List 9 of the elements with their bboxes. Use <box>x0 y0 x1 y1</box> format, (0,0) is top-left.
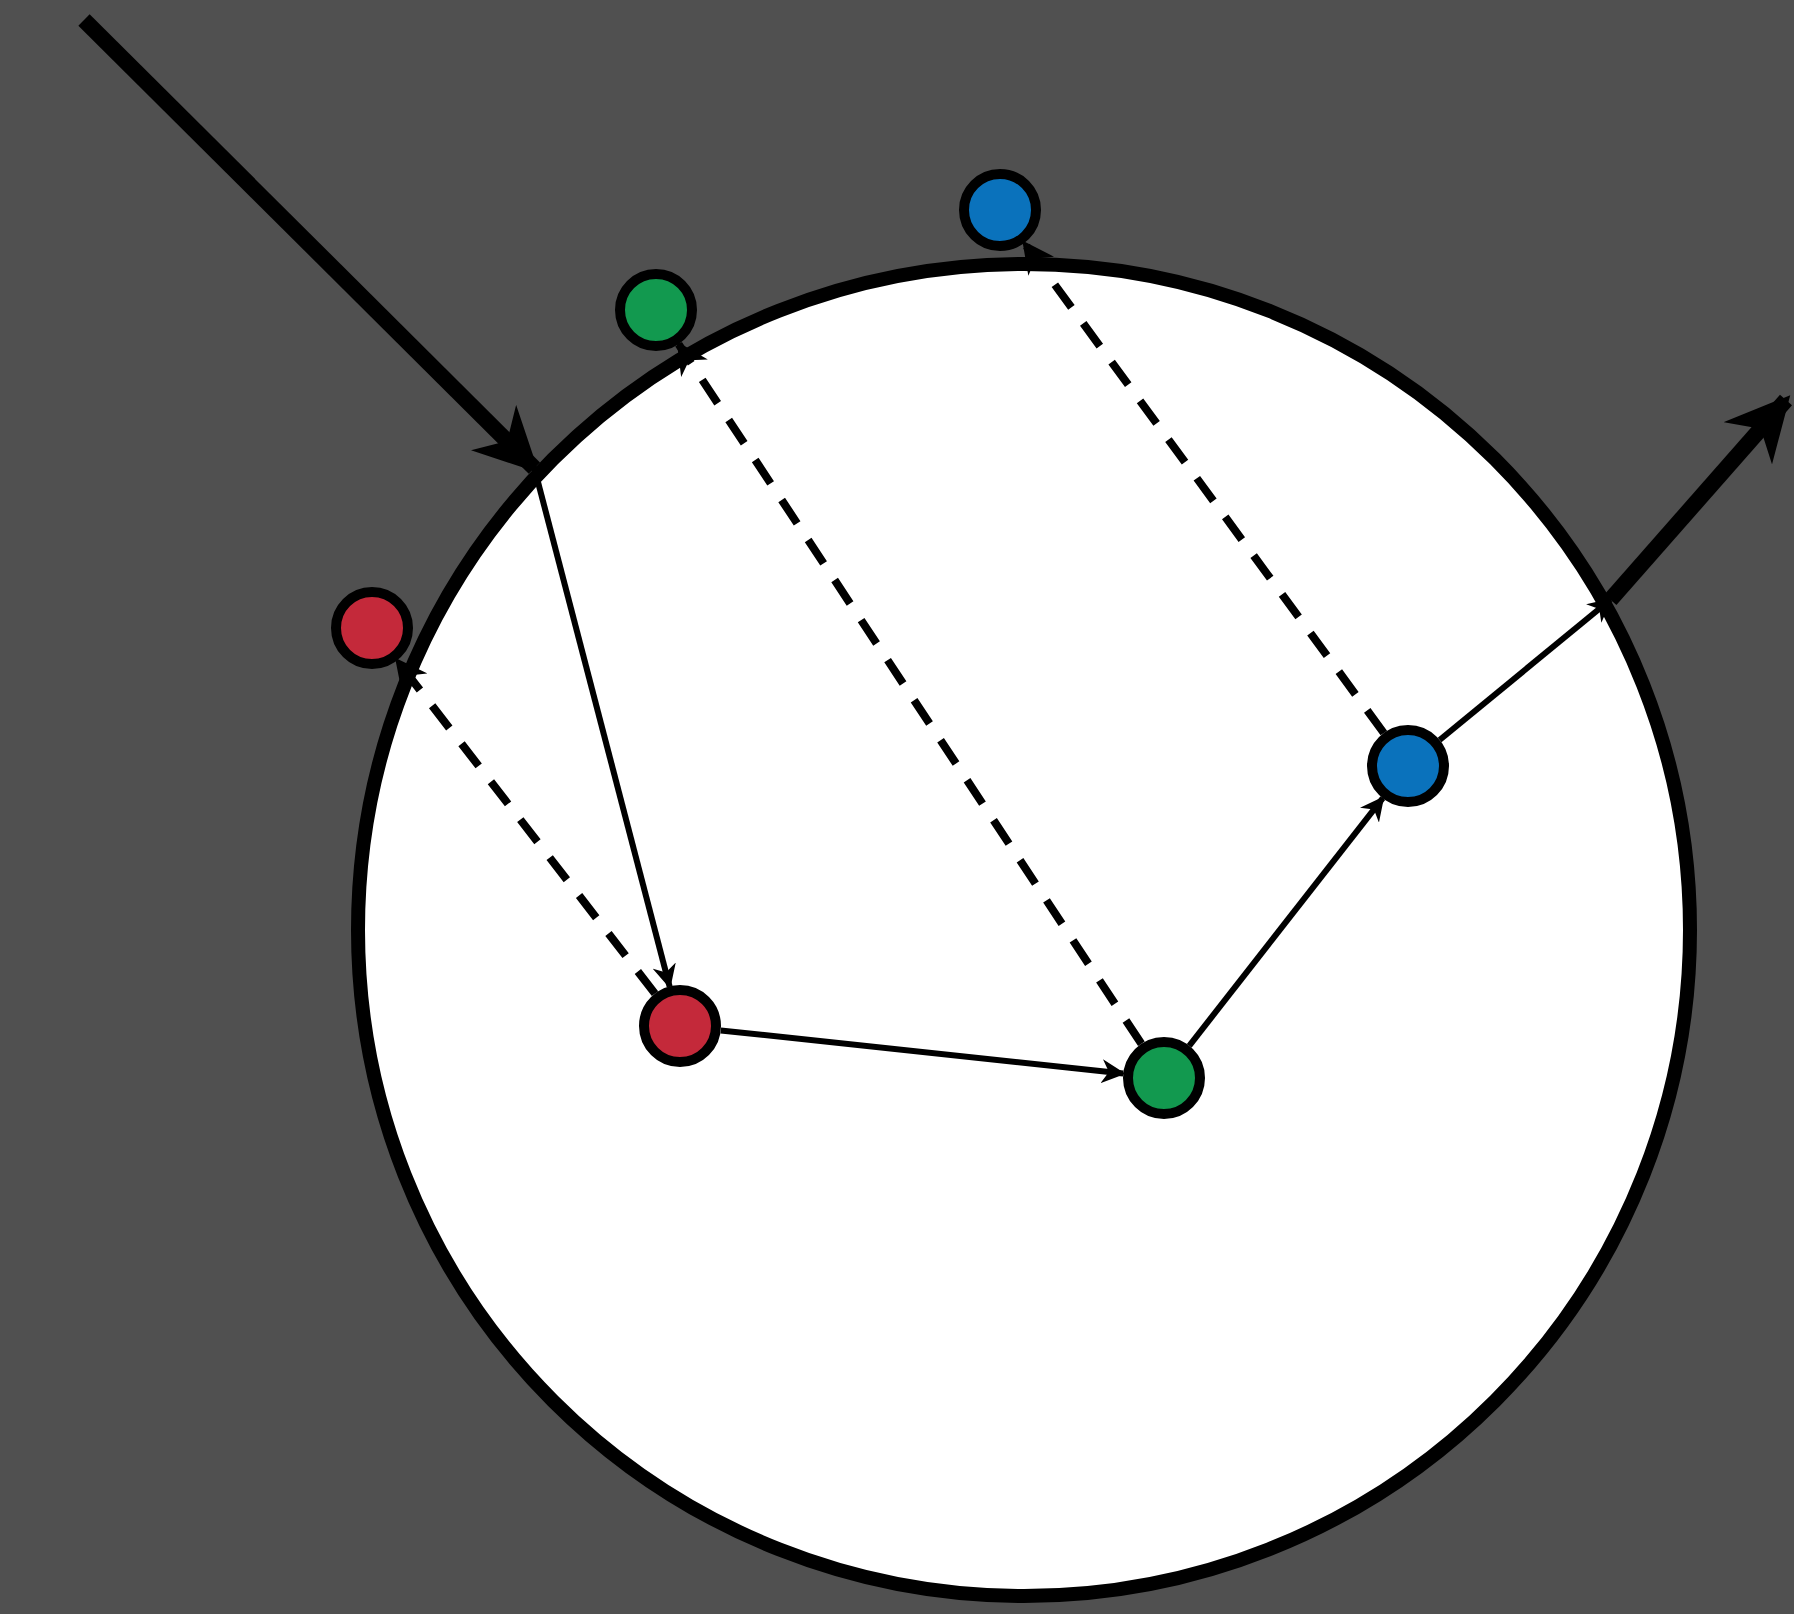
arrow <box>393 657 659 997</box>
arrow <box>720 1027 1126 1084</box>
arrow <box>1186 796 1386 1048</box>
arrow <box>1604 394 1792 606</box>
arrow <box>1437 597 1613 743</box>
arrow <box>78 14 541 474</box>
arrow <box>531 467 676 989</box>
arrow <box>675 341 1145 1046</box>
arrow <box>1020 240 1388 736</box>
